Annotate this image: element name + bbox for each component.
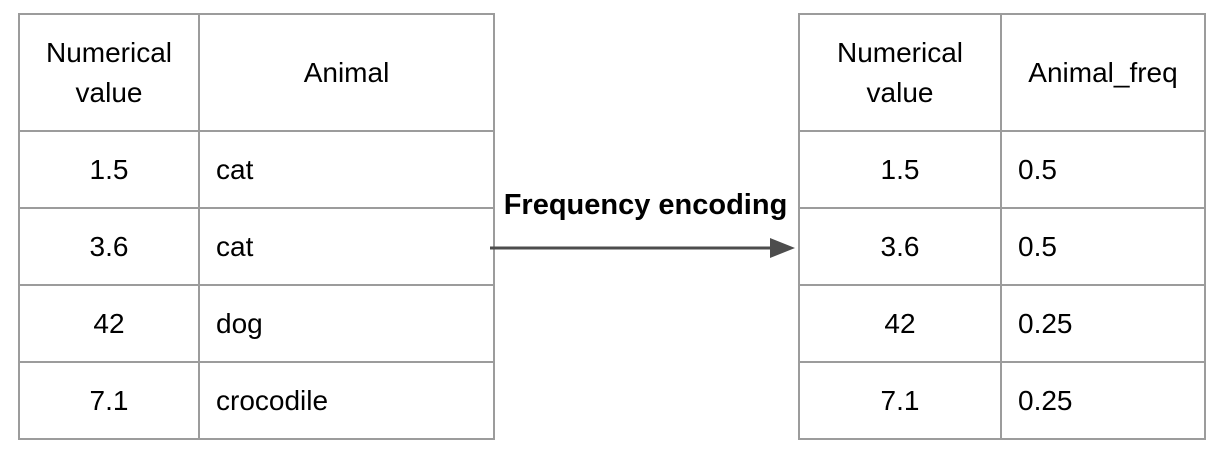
cell-animal: crocodile	[198, 361, 495, 440]
table-row: 42 0.25	[798, 284, 1206, 363]
cell-animal-freq: 0.5	[1000, 130, 1206, 209]
source-table: Numerical value Animal 1.5 cat 3.6 cat 4…	[18, 13, 495, 440]
cell-numerical-value: 3.6	[798, 207, 1002, 286]
table-row: 7.1 crocodile	[18, 361, 495, 440]
cell-numerical-value: 7.1	[18, 361, 200, 440]
cell-numerical-value: 42	[18, 284, 200, 363]
column-header-label: Animal_freq	[1028, 56, 1178, 88]
column-header-label: Numerical value	[45, 37, 173, 108]
column-header-animal: Animal	[198, 13, 495, 132]
encoded-table-header-row: Numerical value Animal_freq	[798, 13, 1206, 132]
cell-numerical-value: 1.5	[798, 130, 1002, 209]
column-header-numerical-value: Numerical value	[18, 13, 200, 132]
cell-numerical-value: 3.6	[18, 207, 200, 286]
column-header-label: Numerical value	[836, 37, 964, 108]
table-row: 42 dog	[18, 284, 495, 363]
cell-numerical-value: 7.1	[798, 361, 1002, 440]
column-header-numerical-value: Numerical value	[798, 13, 1002, 132]
column-header-animal-freq: Animal_freq	[1000, 13, 1206, 132]
source-table-header-row: Numerical value Animal	[18, 13, 495, 132]
table-row: 3.6 cat	[18, 207, 495, 286]
cell-numerical-value: 42	[798, 284, 1002, 363]
arrow-head	[770, 238, 795, 258]
encoded-table: Numerical value Animal_freq 1.5 0.5 3.6 …	[798, 13, 1206, 440]
cell-animal-freq: 0.25	[1000, 361, 1206, 440]
table-row: 3.6 0.5	[798, 207, 1206, 286]
table-row: 7.1 0.25	[798, 361, 1206, 440]
cell-animal: cat	[198, 207, 495, 286]
table-row: 1.5 0.5	[798, 130, 1206, 209]
cell-animal-freq: 0.25	[1000, 284, 1206, 363]
cell-numerical-value: 1.5	[18, 130, 200, 209]
right-arrow-icon	[490, 238, 795, 258]
cell-animal-freq: 0.5	[1000, 207, 1206, 286]
table-row: 1.5 cat	[18, 130, 495, 209]
cell-animal: dog	[198, 284, 495, 363]
cell-animal: cat	[198, 130, 495, 209]
column-header-label: Animal	[303, 56, 390, 88]
transformation-label: Frequency encoding	[503, 189, 788, 221]
